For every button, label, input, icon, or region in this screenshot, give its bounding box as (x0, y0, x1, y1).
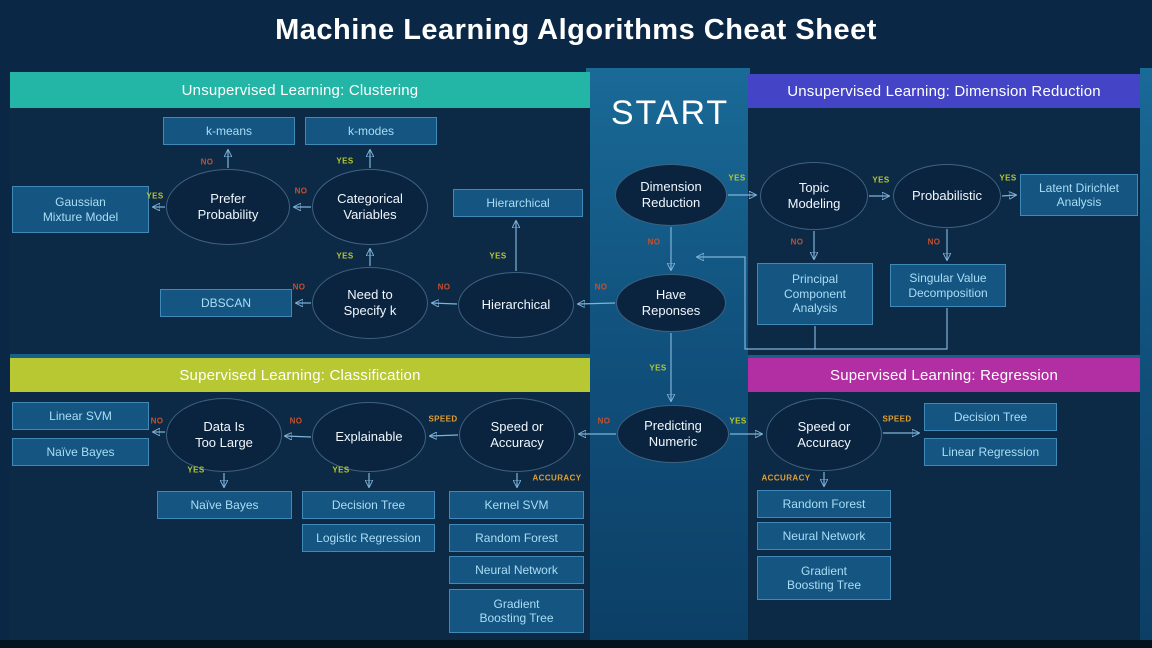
node-linear-svm: Linear SVM (12, 402, 149, 430)
node-have-responses: Have Reponses (616, 274, 726, 332)
node-gradient-boosting-tree-regression: Gradient Boosting Tree (757, 556, 891, 600)
node-logistic-regression: Logistic Regression (302, 524, 435, 552)
bottom-band (0, 640, 1152, 648)
edge-label-yes: YES (649, 363, 667, 373)
node-hierarchical-box: Hierarchical (453, 189, 583, 217)
node-kernel-svm: Kernel SVM (449, 491, 584, 519)
node-singular-value-decomposition: Singular Value Decomposition (890, 264, 1006, 307)
edge-label-no: NO (150, 416, 164, 426)
node-prefer-probability: Prefer Probability (166, 169, 290, 245)
start-label: START (610, 94, 730, 132)
edge-label-yes: YES (336, 251, 354, 261)
node-random-forest-regression: Random Forest (757, 490, 891, 518)
node-probabilistic: Probabilistic (893, 164, 1001, 228)
node-gradient-boosting-tree-classification: Gradient Boosting Tree (449, 589, 584, 633)
page-title: Machine Learning Algorithms Cheat Sheet (275, 14, 877, 46)
edge-label-accuracy: ACCURACY (761, 473, 811, 483)
node-latent-dirichlet-analysis: Latent Dirichlet Analysis (1020, 174, 1138, 216)
node-predicting-numeric: Predicting Numeric (617, 405, 729, 463)
section-header-clustering: Unsupervised Learning: Clustering (10, 72, 590, 108)
edge-label-no: NO (289, 416, 303, 426)
title-band (0, 0, 1152, 68)
edge-label-yes: YES (729, 416, 747, 426)
node-neural-network-regression: Neural Network (757, 522, 891, 550)
node-decision-tree-regression: Decision Tree (924, 403, 1057, 431)
node-k-means: k-means (163, 117, 295, 145)
edge-label-yes: YES (489, 251, 507, 261)
section-header-regression: Supervised Learning: Regression (748, 358, 1140, 392)
node-neural-network-classification: Neural Network (449, 556, 584, 584)
edge-label-no: NO (647, 237, 661, 247)
node-topic-modeling: Topic Modeling (760, 162, 868, 230)
edge-label-yes: YES (187, 465, 205, 475)
node-decision-tree-classification: Decision Tree (302, 491, 435, 519)
node-need-to-specify-k: Need to Specify k (312, 267, 428, 339)
edge-label-no: NO (437, 282, 451, 292)
node-hierarchical: Hierarchical (458, 272, 574, 338)
edge-label-yes: YES (332, 465, 350, 475)
edge-label-no: NO (597, 416, 611, 426)
edge-label-no: NO (790, 237, 804, 247)
right-edge-strip (1140, 68, 1152, 640)
node-dbscan: DBSCAN (160, 289, 292, 317)
edge-label-no: NO (927, 237, 941, 247)
node-principal-component-analysis: Principal Component Analysis (757, 263, 873, 325)
section-header-classification: Supervised Learning: Classification (10, 358, 590, 392)
panel-gap-right (748, 355, 1140, 358)
edge-label-accuracy: ACCURACY (532, 473, 582, 483)
node-random-forest-classification: Random Forest (449, 524, 584, 552)
edge-label-speed: SPEED (882, 414, 912, 424)
node-naive-bayes: Naïve Bayes (157, 491, 292, 519)
panel-gap-left (10, 354, 590, 358)
node-data-is-too-large: Data Is Too Large (166, 398, 282, 472)
node-k-modes: k-modes (305, 117, 437, 145)
edge-label-yes: YES (728, 173, 746, 183)
edge-label-yes: YES (999, 173, 1017, 183)
edge-label-speed: SPEED (428, 414, 458, 424)
edge-label-no: NO (594, 282, 608, 292)
node-categorical-variables: Categorical Variables (312, 169, 428, 245)
node-dimension-reduction: Dimension Reduction (615, 164, 727, 226)
node-naive-bayes-side: Naïve Bayes (12, 438, 149, 466)
node-gaussian-mixture-model: Gaussian Mixture Model (12, 186, 149, 233)
edge-label-yes: YES (336, 156, 354, 166)
center-flow-strip (586, 68, 750, 640)
node-speed-or-accuracy-classification: Speed or Accuracy (459, 398, 575, 472)
node-linear-regression: Linear Regression (924, 438, 1057, 466)
node-explainable: Explainable (312, 402, 426, 472)
edge-label-no: NO (292, 282, 306, 292)
section-header-dimension-reduction: Unsupervised Learning: Dimension Reducti… (748, 74, 1140, 108)
edge-label-yes: YES (872, 175, 890, 185)
node-speed-or-accuracy-regression: Speed or Accuracy (766, 398, 882, 471)
edge-label-no: NO (294, 186, 308, 196)
edge-label-yes: YES (146, 191, 164, 201)
edge-label-no: NO (200, 157, 214, 167)
